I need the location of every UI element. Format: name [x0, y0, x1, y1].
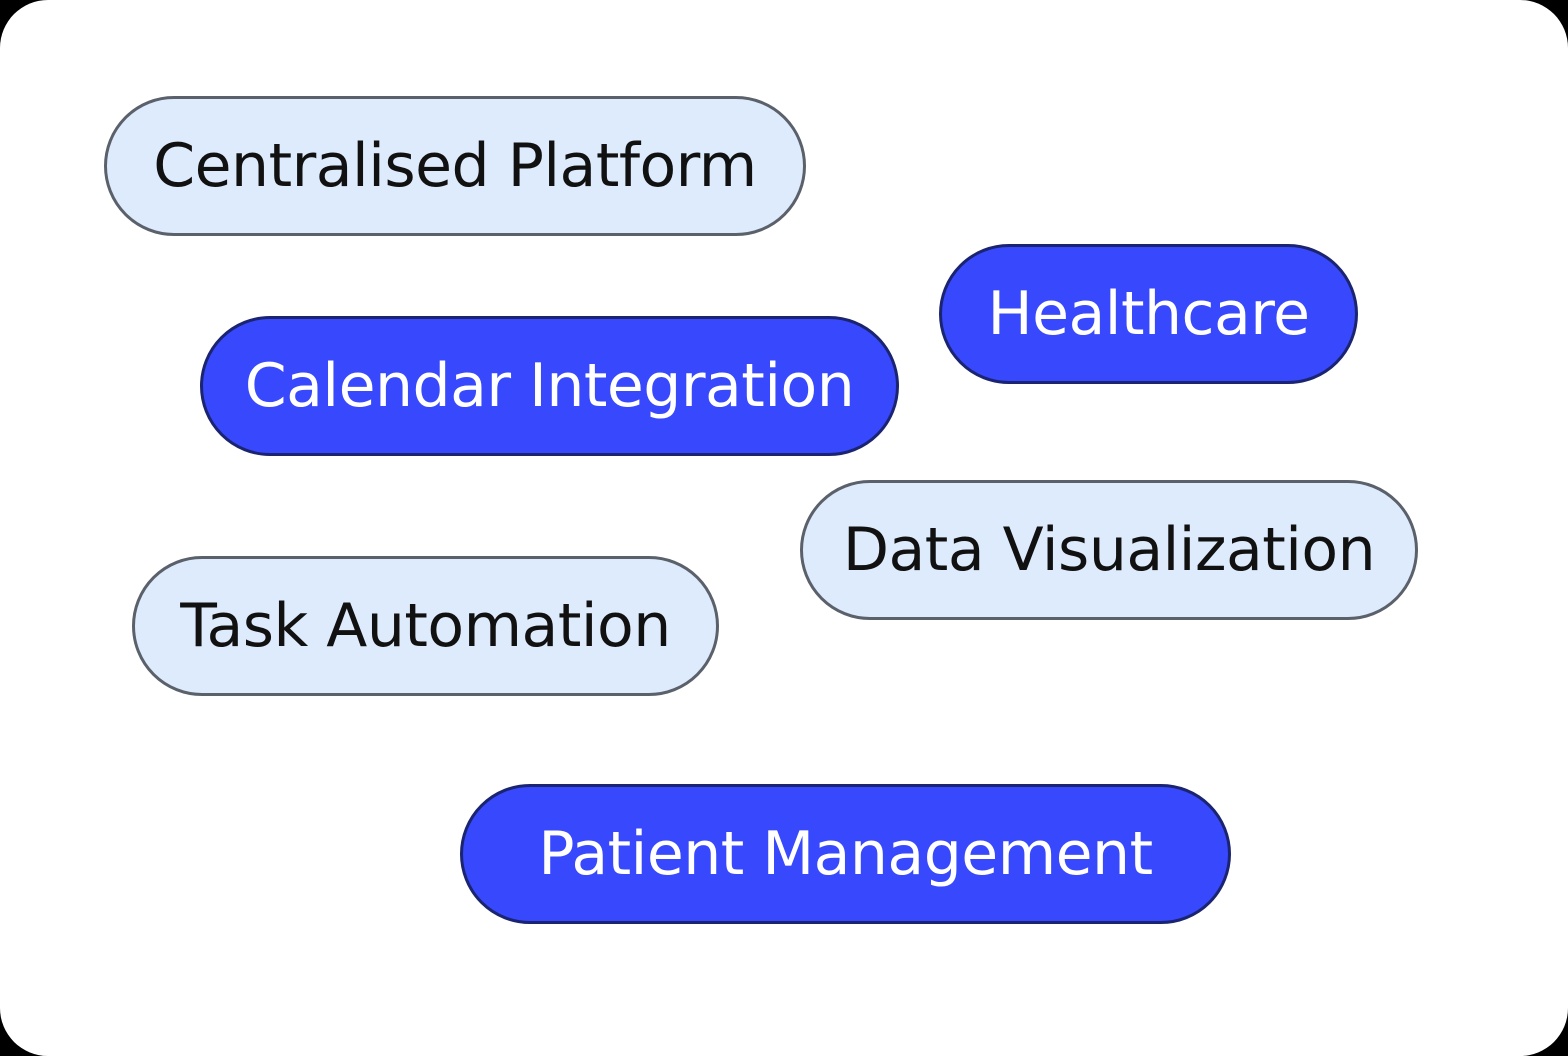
tag-patient-management[interactable]: Patient Management [460, 784, 1231, 924]
tag-label: Centralised Platform [153, 131, 757, 201]
tag-healthcare[interactable]: Healthcare [939, 244, 1358, 384]
tag-label: Patient Management [538, 819, 1153, 889]
tag-task-automation[interactable]: Task Automation [132, 556, 719, 696]
tag-data-visualization[interactable]: Data Visualization [800, 480, 1418, 620]
tag-label: Healthcare [987, 279, 1310, 349]
tag-label: Calendar Integration [244, 351, 855, 421]
tag-calendar-integration[interactable]: Calendar Integration [200, 316, 899, 456]
tag-centralised-platform[interactable]: Centralised Platform [104, 96, 806, 236]
tag-label: Data Visualization [842, 515, 1376, 585]
tag-label: Task Automation [180, 591, 671, 661]
